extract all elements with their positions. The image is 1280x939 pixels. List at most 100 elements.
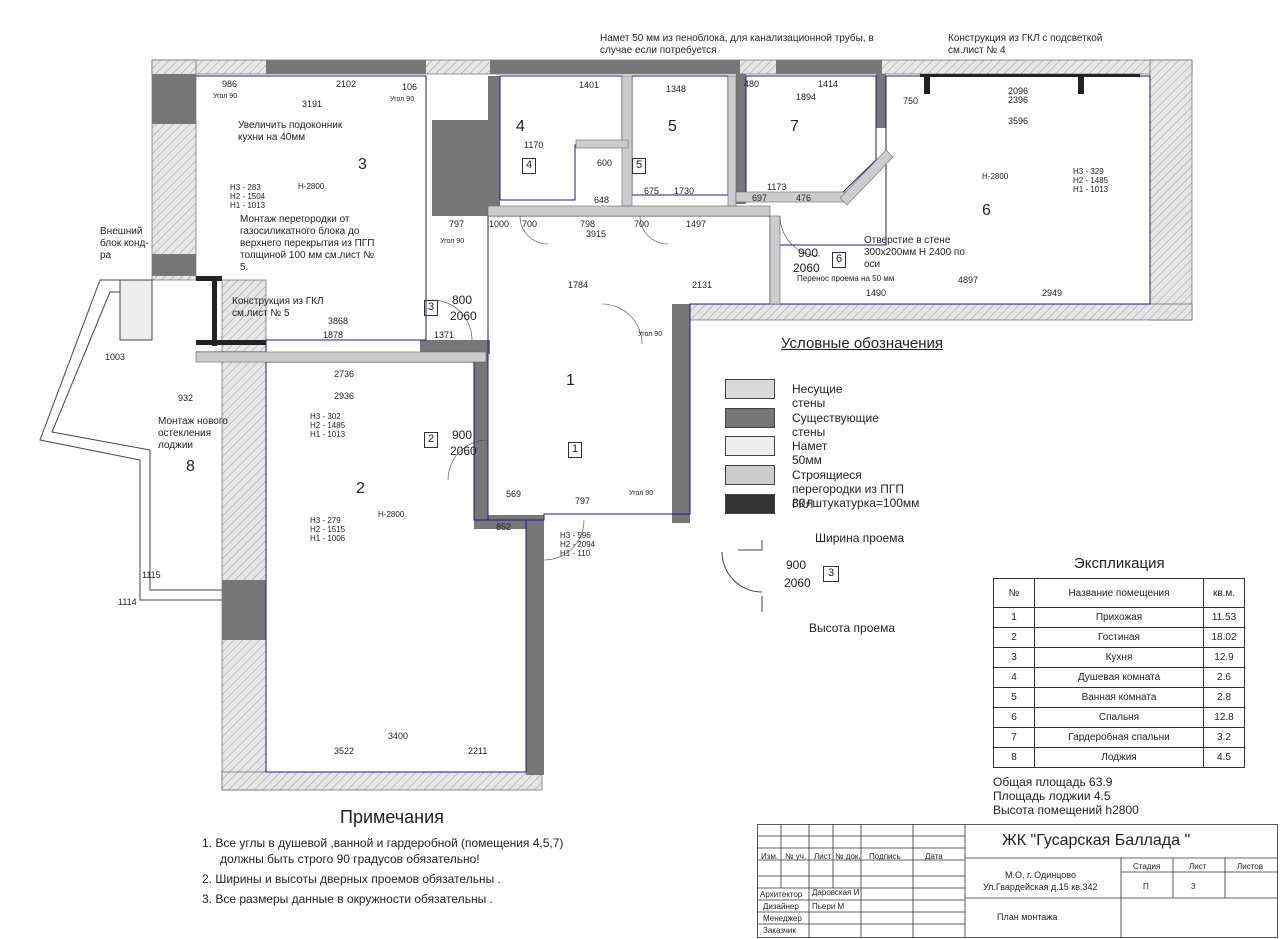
cell: 1 — [993, 607, 1035, 628]
cell: 12.8 — [1203, 707, 1245, 728]
cell: Спальня — [1034, 707, 1204, 728]
dim: 1497 — [686, 219, 707, 229]
dim: 700 — [634, 219, 650, 229]
dim: 932 — [178, 393, 194, 403]
stamp-col-date: Дата — [925, 852, 943, 861]
dim: 1490 — [866, 288, 887, 298]
cell: 7 — [993, 727, 1035, 748]
legend-swatch — [725, 436, 775, 456]
stamp-col-izm: Изм. — [761, 852, 779, 861]
stamp-role: Дизайнер — [763, 902, 799, 911]
opening-2-height: 2060 — [450, 444, 477, 458]
cell: 4.5 — [1203, 747, 1245, 768]
opening-6-height: 2060 — [793, 261, 820, 275]
dim: 2736 — [334, 369, 355, 379]
dim: 3915 — [586, 229, 607, 239]
opening-tag-1: 1 — [568, 442, 582, 458]
cell: Кухня — [1034, 647, 1204, 668]
stamp-col-uch: № уч. — [785, 852, 807, 861]
room-number-2: 2 — [356, 480, 365, 497]
col-header: Название помещения — [1034, 578, 1204, 608]
stamp-col-sign: Подпись — [869, 852, 901, 861]
stamp-sheet-label: Лист — [1189, 862, 1207, 871]
cell: 11.53 — [1203, 607, 1245, 628]
cell: 3 — [993, 647, 1035, 668]
legend-sample-tag: 3 — [823, 566, 839, 582]
stamp-sheets-label: Листов — [1237, 862, 1263, 871]
stamp-col-list: Лист — [814, 852, 832, 861]
cell: 18.02 — [1203, 627, 1245, 648]
dim: 797 — [575, 496, 591, 506]
ceiling-r2: Н-2800 — [378, 510, 405, 519]
cell: 4 — [993, 667, 1035, 688]
dim: 600 — [597, 158, 613, 168]
dim: 798 — [580, 219, 596, 229]
loggia-area: Площадь лоджии 4.5 — [993, 789, 1111, 803]
stamp-address-2: Ул.Гвардейская д.15 кв.342 — [983, 882, 1098, 892]
dim: 1401 — [579, 80, 600, 90]
dim: 852 — [496, 522, 512, 532]
cell: 2 — [993, 627, 1035, 648]
remark-item: 2. Ширины и высоты дверных проемов обяза… — [202, 872, 501, 886]
door-swings — [431, 215, 821, 561]
note-door-move: Перенос проема на 50 мм — [797, 274, 895, 283]
legend-swatch — [725, 465, 775, 485]
dim: 1170 — [524, 140, 544, 150]
note-wall-hole: Отверстие в стене 300х200мм Н 2400 по ос… — [864, 235, 965, 270]
existing-walls — [152, 60, 886, 775]
dim: 1414 — [818, 79, 839, 89]
dim: 2949 — [1042, 288, 1063, 298]
dim: 986 — [222, 79, 238, 89]
opening-tag-4: 4 — [522, 158, 536, 174]
ceiling-r3: Н-2800 — [298, 182, 325, 191]
room-number-8: 8 — [186, 458, 195, 475]
dim: 106 — [402, 82, 418, 92]
stamp-project: ЖК "Гусарская Баллада " — [1002, 832, 1191, 849]
dim: 1115 — [142, 570, 161, 580]
room-number-7: 7 — [790, 118, 799, 135]
corner-label: Угол 90 — [390, 96, 415, 103]
stamp-role: Архитектор — [760, 890, 803, 899]
stamp-sheet: 3 — [1191, 882, 1196, 891]
dim: 2211 — [468, 746, 488, 756]
dim: 3522 — [334, 746, 355, 756]
dim: 2096 — [1008, 86, 1029, 96]
dim: 3191 — [302, 99, 323, 109]
cell: 12.9 — [1203, 647, 1245, 668]
dim: 648 — [594, 195, 610, 205]
opening-tag-5: 5 — [632, 158, 646, 174]
title-block-grid — [757, 824, 1278, 938]
opening-3-width: 800 — [452, 293, 473, 307]
stamp-role: Менеджер — [763, 914, 802, 923]
stamp-stage-label: Стадия — [1133, 862, 1161, 871]
note-foam-block: Намет 50 мм из пеноблока, для канализаци… — [600, 33, 874, 56]
col-header: кв.м. — [1203, 578, 1245, 608]
cell: 8 — [993, 747, 1035, 768]
legend-swatch — [725, 494, 775, 514]
dim: 1003 — [105, 352, 126, 362]
legend-swatch — [725, 408, 775, 428]
dim: 750 — [903, 96, 919, 106]
room-number-6: 6 — [982, 202, 991, 219]
stamp-address-1: М.О, г. Одинцово — [1005, 870, 1076, 880]
col-header: № — [993, 578, 1035, 608]
new-partitions — [195, 75, 894, 363]
remark-item: 3. Все размеры данные в окружности обяза… — [202, 892, 493, 906]
dim: 797 — [449, 219, 465, 229]
corner-label: Угол 90 — [629, 490, 654, 497]
remark-item: должны быть строго 90 градусов обязатель… — [220, 852, 480, 866]
dim: 480 — [744, 79, 760, 89]
note-partition: Монтаж перегородки от газосиликатного бл… — [240, 214, 375, 273]
legend-title: Условные обозначения — [781, 335, 944, 352]
legend-width-label: Ширина проема — [815, 531, 905, 545]
